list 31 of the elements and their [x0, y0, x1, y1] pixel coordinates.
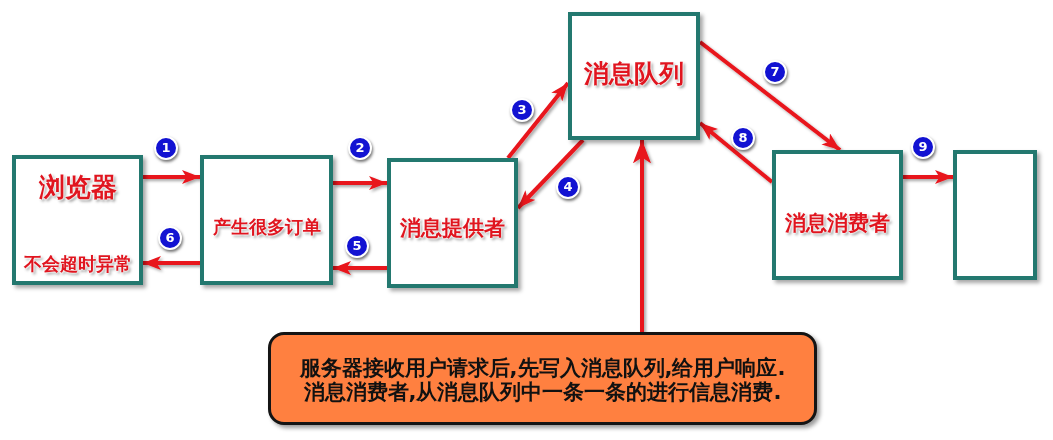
step-number: 9: [911, 135, 935, 159]
arrow: [333, 261, 387, 275]
step-number: 6: [158, 226, 182, 250]
step-number: 8: [731, 126, 755, 150]
step-number: 4: [556, 175, 580, 199]
step-number: 7: [763, 60, 787, 84]
callout-text: 服务器接收用户请求后,先写入消息队列,给用户响应.: [299, 357, 786, 381]
process-box: [387, 158, 518, 288]
process-box: [772, 150, 903, 280]
node-label: 浏览器: [38, 172, 117, 202]
node-label: 消息消费者: [785, 212, 890, 236]
process-box: [953, 150, 1037, 280]
node-label: 不会超时异常: [23, 254, 132, 274]
process-box: [12, 155, 143, 285]
step-number: 2: [348, 136, 372, 160]
callout-text: 消息消费者,从消息队列中一条一条的进行信息消费.: [303, 381, 782, 405]
process-box: [200, 155, 333, 285]
arrow: [632, 140, 652, 332]
step-number: 3: [510, 98, 534, 122]
arrow: [903, 170, 953, 184]
step-number: 1: [154, 136, 178, 160]
callout-box: [268, 332, 817, 425]
arrow: [506, 81, 570, 160]
node-label: 产生很多订单: [212, 217, 321, 237]
step-number: 5: [345, 234, 369, 258]
process-box: [568, 12, 700, 140]
arrow: [143, 170, 200, 184]
arrow: [333, 176, 387, 190]
node-label: 消息提供者: [400, 217, 505, 241]
node-label: 消息队列: [584, 60, 684, 88]
arrow: [143, 256, 200, 270]
